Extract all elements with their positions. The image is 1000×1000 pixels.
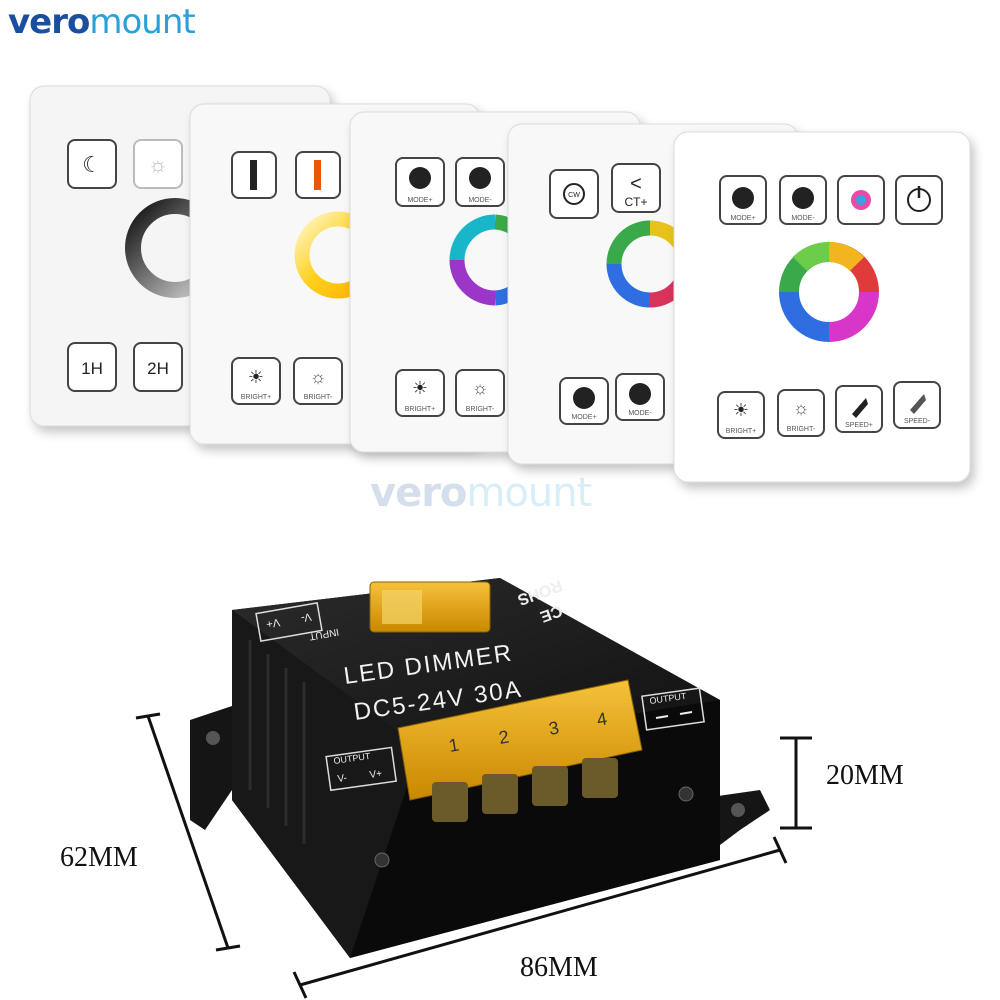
warm-bar-icon — [314, 160, 321, 190]
brand-logo: veromount — [8, 2, 196, 42]
output-terminal-cover — [397, 679, 643, 801]
dimension-lines — [135, 712, 812, 999]
mode-plus-caption: MODE+ — [571, 414, 596, 421]
power-icon — [563, 183, 585, 205]
terminal-2-label: 2 — [497, 727, 510, 748]
terminal-numbers: 1 2 3 4 — [447, 709, 608, 756]
ct-plus-button[interactable] — [611, 163, 661, 213]
panel-5-buttons: MODE+ MODE- ☀ BRIGHT+ ☼ BRIGHT- SPEED+ S… — [717, 175, 943, 439]
bright-icon: ☀ — [412, 378, 428, 398]
sun-icon: ☼ — [148, 152, 168, 177]
mode-minus-caption: MODE- — [791, 215, 815, 222]
input-label-block: V- V+ INPUT — [255, 601, 340, 643]
mode-plus-caption: MODE+ — [730, 215, 755, 222]
mode-icon — [573, 387, 595, 409]
mode-minus-caption: MODE- — [468, 197, 492, 204]
height-dimension-label: 62MM — [60, 842, 138, 873]
panel-1-buttons: ☾ ☼ 1H 2H — [67, 139, 225, 392]
input-v-minus: V- — [300, 610, 313, 624]
depth-dimension-label: 20MM — [826, 760, 904, 791]
mount-hole — [731, 803, 745, 817]
terminal-screws — [432, 758, 618, 822]
timer-1h-label: 1H — [81, 359, 103, 378]
bright-plus-caption: BRIGHT+ — [405, 406, 436, 413]
rocket-icon — [852, 398, 868, 418]
watermark: veromount — [370, 470, 592, 516]
output-v-plus: V+ — [369, 768, 383, 781]
terminal-3-label: 3 — [547, 718, 560, 739]
timer-1h-button[interactable] — [67, 342, 117, 392]
bright-plus-caption: BRIGHT+ — [241, 394, 272, 401]
dimmer-left-side — [232, 610, 420, 958]
output-v-minus: V- — [337, 773, 348, 785]
mode-minus-caption: MODE- — [628, 410, 652, 417]
rocket-icon — [910, 394, 926, 414]
bright-minus-caption: BRIGHT- — [304, 394, 333, 401]
led-dimmer-controller: V- V+ INPUT ROHS CE LED DIMMER DC5-24V 3… — [190, 576, 770, 958]
bright-plus-caption: BRIGHT+ — [726, 428, 757, 435]
mode-icon — [409, 167, 431, 189]
mode-icon — [469, 167, 491, 189]
input-label: INPUT — [308, 626, 339, 642]
light-button[interactable] — [133, 139, 183, 189]
speed-plus-caption: SPEED+ — [845, 422, 873, 429]
chevron-left-icon: < — [630, 173, 642, 195]
bar-icon — [250, 160, 257, 190]
timer-2h-label: 2H — [147, 359, 169, 378]
power-button[interactable] — [895, 175, 943, 225]
width-dimension-label: 86MM — [520, 952, 598, 983]
speed-minus-caption: SPEED- — [904, 418, 931, 425]
input-v-plus: V+ — [265, 616, 281, 630]
bright-plus-button[interactable] — [395, 369, 445, 417]
ce-mark: CE — [537, 601, 564, 625]
terminal-4-label: 4 — [595, 709, 608, 730]
bright-plus-button[interactable] — [717, 391, 765, 439]
bright-icon: ☀ — [248, 367, 264, 387]
cw-button[interactable] — [549, 169, 599, 219]
bright-minus-button[interactable] — [293, 357, 343, 405]
mode-plus-caption: MODE+ — [407, 197, 432, 204]
dim-icon: ☼ — [472, 378, 489, 398]
mode-icon — [629, 383, 651, 405]
side-ridges — [248, 640, 306, 844]
terminal-1-label: 1 — [447, 735, 460, 756]
rgb-full-ring[interactable] — [779, 242, 879, 342]
dim-icon: ☼ — [310, 367, 327, 387]
mode-icon — [732, 187, 754, 209]
bright-minus-caption: BRIGHT- — [787, 426, 816, 433]
timer-2h-button[interactable] — [133, 342, 183, 392]
dim-icon: ☼ — [793, 398, 810, 418]
bright-minus-button[interactable] — [455, 369, 505, 417]
screw-icon — [374, 852, 390, 868]
bright-minus-caption: BRIGHT- — [466, 406, 495, 413]
mode-icon — [792, 187, 814, 209]
ct-plus-caption: CT+ — [624, 195, 647, 209]
bright-plus-button[interactable] — [231, 357, 281, 405]
bright-minus-button[interactable] — [777, 389, 825, 437]
screw-icon — [678, 786, 694, 802]
mount-hole — [206, 731, 220, 745]
cw-caption: CW — [568, 192, 580, 199]
moon-sun-button[interactable] — [67, 139, 117, 189]
moon-icon: ☾ — [82, 152, 102, 177]
bright-icon: ☀ — [733, 400, 749, 420]
